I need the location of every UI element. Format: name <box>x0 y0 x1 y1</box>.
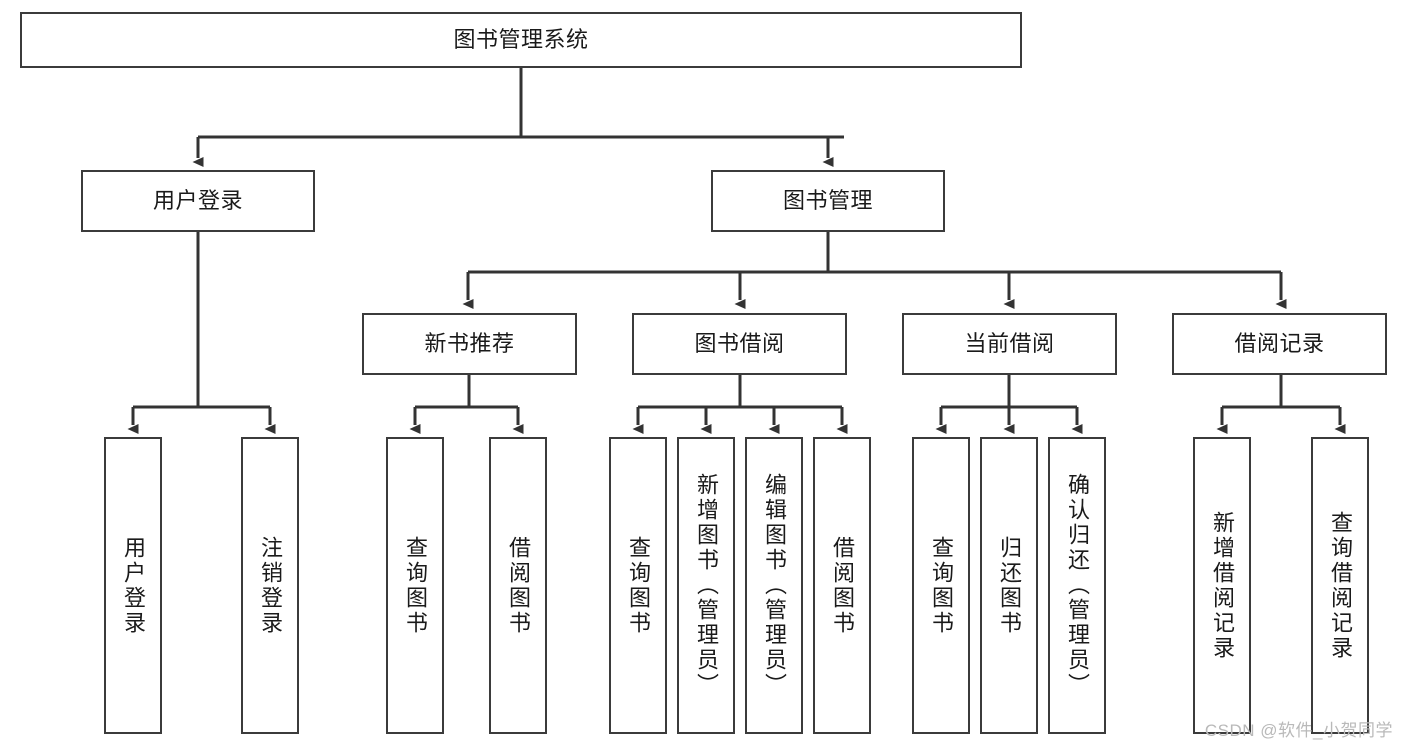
node-label: 借阅记录 <box>1234 331 1325 357</box>
node-label: 注销登录 <box>258 535 283 636</box>
node-label: 编辑图书（管理员） <box>762 473 787 698</box>
node-leaf-edit-book-admin[interactable]: 编辑图书（管理员） <box>745 437 803 734</box>
node-label: 用户登录 <box>152 188 243 214</box>
node-label: 图书管理 <box>782 188 873 214</box>
node-current-borrow[interactable]: 当前借阅 <box>902 313 1117 375</box>
node-label: 用户登录 <box>121 535 146 636</box>
node-label: 当前借阅 <box>964 331 1055 357</box>
node-label: 图书管理系统 <box>453 27 589 53</box>
node-label: 查询图书 <box>929 535 954 636</box>
node-label: 图书借阅 <box>694 331 785 357</box>
node-leaf-query-borrow-record[interactable]: 查询借阅记录 <box>1311 437 1369 734</box>
node-leaf-add-book-admin[interactable]: 新增图书（管理员） <box>677 437 735 734</box>
node-leaf-logout[interactable]: 注销登录 <box>241 437 299 734</box>
node-leaf-return-book[interactable]: 归还图书 <box>980 437 1038 734</box>
node-leaf-query-book-borrow[interactable]: 查询图书 <box>609 437 667 734</box>
node-label: 新增借阅记录 <box>1210 510 1235 661</box>
node-book-borrow[interactable]: 图书借阅 <box>632 313 847 375</box>
node-label: 借阅图书 <box>506 535 531 636</box>
node-user-login[interactable]: 用户登录 <box>81 170 315 232</box>
node-leaf-confirm-return-admin[interactable]: 确认归还（管理员） <box>1048 437 1106 734</box>
node-label: 归还图书 <box>997 535 1022 636</box>
node-label: 借阅图书 <box>830 535 855 636</box>
node-label: 新书推荐 <box>424 331 515 357</box>
node-label: 新增图书（管理员） <box>694 473 719 698</box>
node-leaf-query-book-recommend[interactable]: 查询图书 <box>386 437 444 734</box>
node-root-system[interactable]: 图书管理系统 <box>20 12 1022 68</box>
node-leaf-borrow-book-recommend[interactable]: 借阅图书 <box>489 437 547 734</box>
node-label: 查询图书 <box>403 535 428 636</box>
node-book-management[interactable]: 图书管理 <box>711 170 945 232</box>
node-leaf-borrow-book[interactable]: 借阅图书 <box>813 437 871 734</box>
node-label: 确认归还（管理员） <box>1065 473 1090 698</box>
node-leaf-query-book-current[interactable]: 查询图书 <box>912 437 970 734</box>
node-borrow-record[interactable]: 借阅记录 <box>1172 313 1387 375</box>
node-label: 查询图书 <box>626 535 651 636</box>
node-leaf-add-borrow-record[interactable]: 新增借阅记录 <box>1193 437 1251 734</box>
watermark-text: CSDN @软件_小贺同学 <box>1204 721 1393 740</box>
node-leaf-user-login[interactable]: 用户登录 <box>104 437 162 734</box>
node-new-book-recommend[interactable]: 新书推荐 <box>362 313 577 375</box>
node-label: 查询借阅记录 <box>1328 510 1353 661</box>
